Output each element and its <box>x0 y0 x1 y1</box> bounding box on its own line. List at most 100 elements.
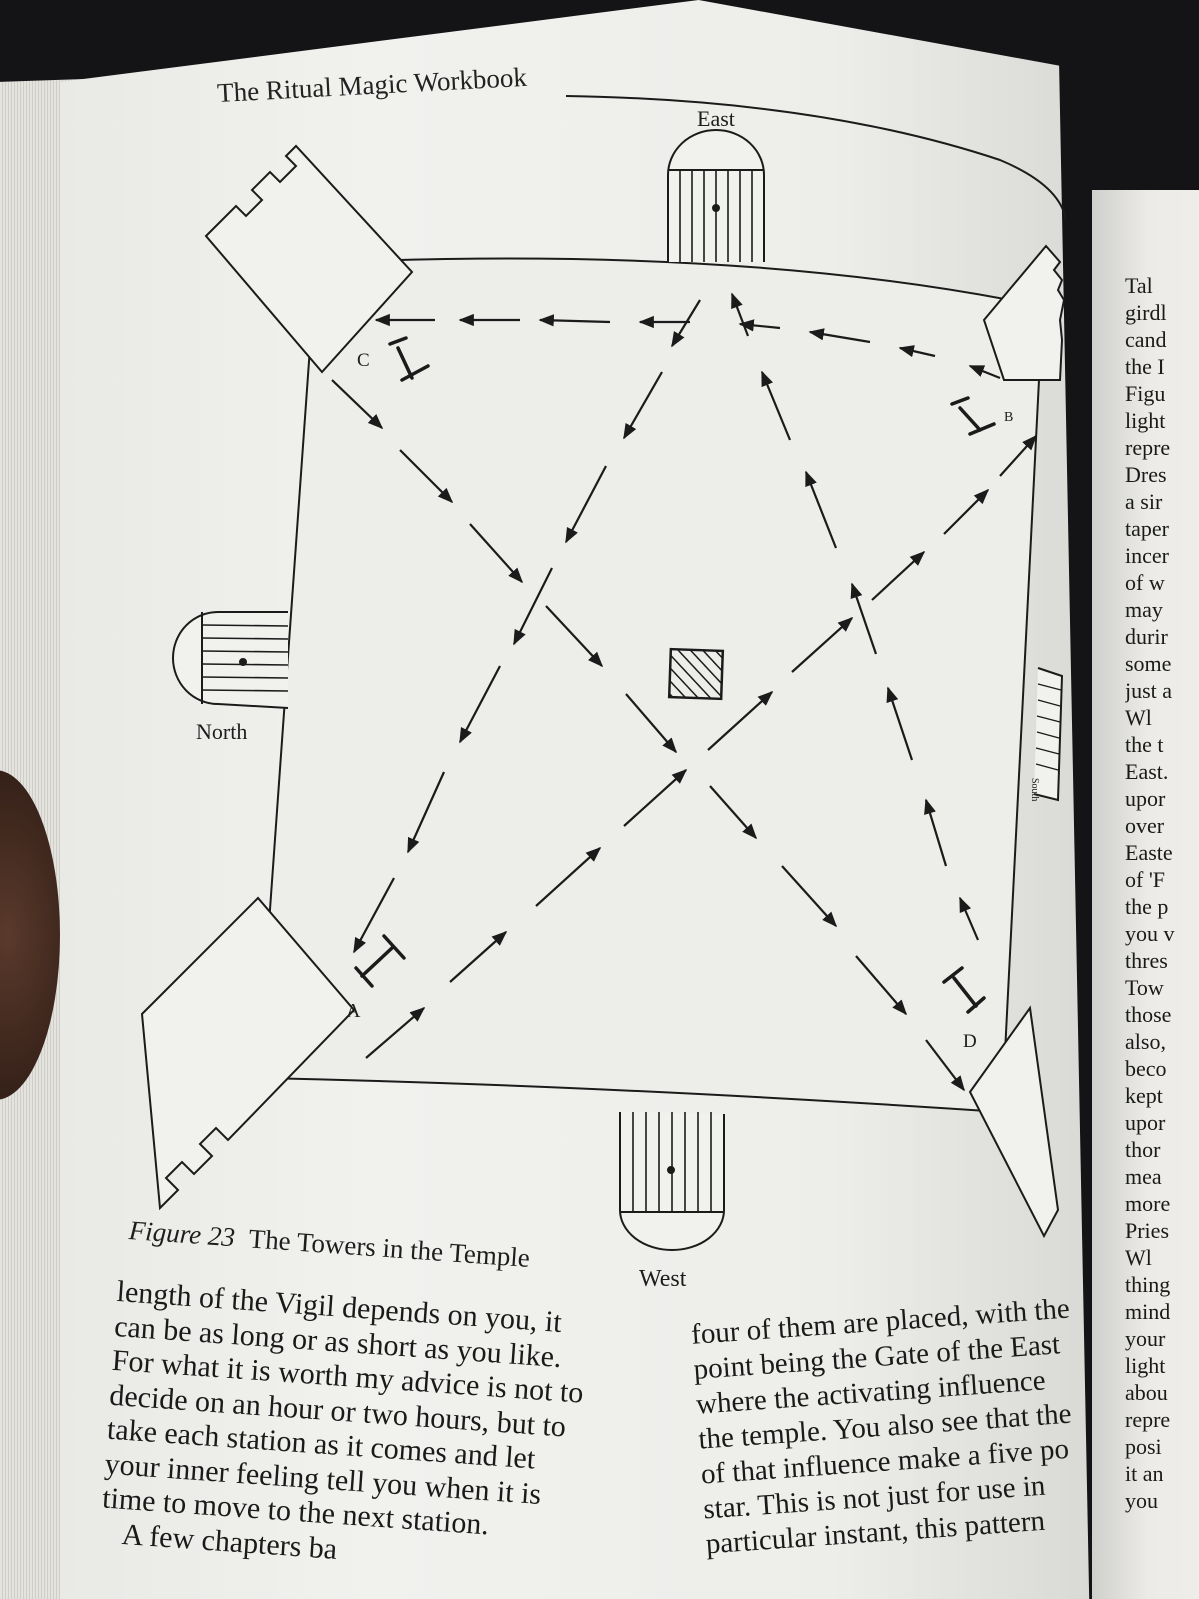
altar <box>667 647 725 701</box>
text-line: cand <box>1125 327 1167 352</box>
header-rule <box>565 95 1067 221</box>
text-line: repre <box>1125 1407 1171 1432</box>
text-line: East. <box>1125 759 1169 784</box>
text-line: just a <box>1125 678 1173 703</box>
arrow-d-e-2 <box>924 798 948 867</box>
text-line: upor <box>1125 786 1166 811</box>
text-line: Pries <box>1125 1218 1169 1243</box>
arrow-b-c-3 <box>808 328 871 344</box>
text-line: Tal <box>1125 273 1153 298</box>
text-line: Figu <box>1125 381 1166 406</box>
station-marker-c <box>388 336 430 382</box>
east-gate <box>667 129 765 262</box>
text-line: girdl <box>1125 300 1167 325</box>
arrow-e-a-2 <box>623 371 663 440</box>
arrow-e-a-5 <box>459 665 501 744</box>
text-line: over <box>1125 813 1165 838</box>
label-station-c: C <box>357 350 370 371</box>
text-line: you <box>1125 1488 1158 1513</box>
arrow-c-d-8 <box>855 955 908 1016</box>
text-line: durir <box>1125 624 1168 649</box>
text-line: your <box>1125 1326 1166 1351</box>
south-gate <box>1033 667 1064 802</box>
arrow-d-e-3 <box>886 686 914 761</box>
station-marker-b <box>950 396 996 436</box>
text-line: Tow <box>1125 975 1164 1000</box>
text-line: light <box>1125 408 1166 433</box>
text-line: taper <box>1125 516 1169 541</box>
arrow-d-e-7 <box>730 292 750 337</box>
tower-b <box>982 244 1066 381</box>
text-line: thor <box>1125 1137 1161 1162</box>
arrow-e-a-1 <box>671 299 701 348</box>
arrow-a-b-2 <box>449 930 508 983</box>
text-line: you v <box>1125 921 1175 946</box>
body-text-right: four of them are placed, with the point … <box>690 1290 1109 1599</box>
text-line: incer <box>1125 543 1169 568</box>
right-page <box>1092 190 1199 1599</box>
label-south: South <box>1029 778 1040 802</box>
text-line: of 'F <box>1125 867 1166 892</box>
text-line: beco <box>1125 1056 1167 1081</box>
label-station-a: A <box>346 1000 361 1022</box>
text-line: of w <box>1125 570 1165 595</box>
label-north: North <box>196 719 248 744</box>
text-line: a sir <box>1125 489 1163 514</box>
text-line: mind <box>1125 1299 1171 1324</box>
arrow-b-c-2 <box>898 345 936 358</box>
text-line: Wl <box>1125 705 1152 730</box>
arrow-e-a-4 <box>513 567 553 646</box>
text-line: posi <box>1125 1434 1162 1459</box>
arrow-c-d-5 <box>625 693 678 754</box>
arrow-a-b-8 <box>943 488 990 535</box>
figure-number: Figure 23 <box>127 1215 236 1253</box>
arrow-c-d-3 <box>469 523 524 584</box>
station-marker-a <box>354 934 406 988</box>
tower-d <box>968 1005 1060 1239</box>
label-station-b: B <box>1004 410 1014 425</box>
label-station-d: D <box>963 1031 977 1052</box>
text-line: some <box>1125 651 1172 676</box>
arrow-b-c-4 <box>738 319 781 332</box>
text-line: also, <box>1125 1029 1166 1054</box>
text-line: Easte <box>1125 840 1173 865</box>
arrow-c-d-9 <box>925 1039 965 1092</box>
body-text-left: length of the Vigil depends on you, it c… <box>99 1275 647 1587</box>
arrow-e-a-6 <box>406 771 446 854</box>
station-marker-d <box>942 966 986 1014</box>
arrow-b-c-6 <box>538 314 611 327</box>
text-line: thres <box>1125 948 1168 973</box>
arrow-a-b-1 <box>365 1006 426 1059</box>
arrow-b-c-1 <box>968 364 1001 380</box>
arrow-c-d-4 <box>545 605 604 668</box>
label-west: West <box>639 1266 687 1292</box>
arrow-d-e-6 <box>760 370 792 441</box>
label-east: East <box>697 106 735 131</box>
text-line: upor <box>1125 1110 1166 1135</box>
text-line: Dres <box>1125 462 1167 487</box>
text-line: may <box>1125 597 1163 622</box>
arrow-c-d-2 <box>399 449 454 504</box>
tower-a <box>140 896 356 1211</box>
arrow-d-e-4 <box>850 582 878 655</box>
arrow-d-e-1 <box>958 896 980 941</box>
text-line: the p <box>1125 894 1169 919</box>
text-line: the t <box>1125 732 1164 757</box>
text-line: thing <box>1125 1272 1171 1297</box>
text-line: abou <box>1125 1380 1168 1405</box>
arrow-c-d-7 <box>781 865 838 928</box>
arrow-a-b-7 <box>871 550 926 601</box>
north-gate <box>172 611 289 709</box>
tower-c <box>204 144 414 374</box>
text-line: kept <box>1125 1083 1163 1108</box>
text-line: light <box>1125 1353 1166 1378</box>
arrow-e-a-3 <box>565 465 607 544</box>
text-line: repre <box>1125 435 1171 460</box>
arrow-d-e-5 <box>804 470 838 549</box>
text-line: it an <box>1125 1461 1164 1486</box>
temple-floor <box>256 257 1043 1114</box>
arrow-a-b-5 <box>707 690 774 751</box>
